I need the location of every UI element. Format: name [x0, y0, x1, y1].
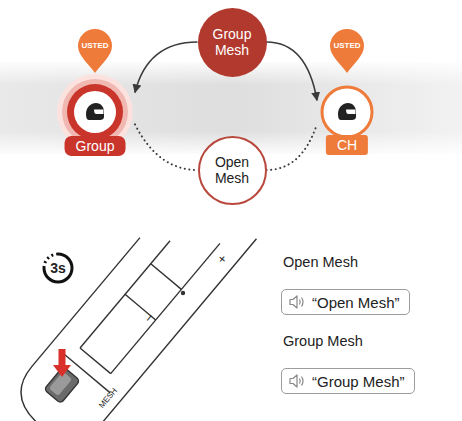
- duration-label: 3s: [50, 260, 66, 276]
- channel-unit: CH: [317, 84, 377, 158]
- pin-label: USTED: [329, 40, 365, 52]
- group-unit: Group: [55, 74, 135, 158]
- unit-label: Group: [65, 136, 126, 156]
- unit-label: CH: [326, 135, 368, 155]
- voice-prompt-box: “Group Mesh”: [281, 368, 415, 394]
- voice-prompt: “Group Mesh”: [312, 373, 405, 390]
- speaker-icon: [288, 293, 306, 311]
- mode-heading: Open Mesh: [283, 254, 358, 270]
- button-mark: −: [141, 310, 157, 325]
- button-name: MESH: [97, 386, 119, 409]
- pin-shape: [329, 28, 365, 74]
- button-mark: +: [214, 251, 230, 266]
- mode-heading: Group Mesh: [283, 333, 363, 349]
- arrow-connector: [135, 42, 198, 92]
- voice-prompt: “Open Mesh”: [312, 294, 400, 311]
- open-mesh-circle: Open Mesh: [198, 136, 267, 205]
- voice-prompt-box: “Open Mesh”: [281, 289, 410, 315]
- group-mesh-circle: Group Mesh: [198, 8, 267, 77]
- speaker-icon: [288, 372, 306, 390]
- mode-name: Group Mesh: [205, 26, 259, 58]
- pin-label: USTED: [77, 40, 113, 52]
- location-pin: USTED: [77, 28, 113, 74]
- pin-shape: [77, 28, 113, 74]
- dotted-connector: [267, 124, 318, 170]
- location-pin: USTED: [329, 28, 365, 74]
- arrow-connector: [267, 42, 318, 100]
- mode-name: Open Mesh: [205, 154, 259, 186]
- dotted-connector: [135, 124, 198, 170]
